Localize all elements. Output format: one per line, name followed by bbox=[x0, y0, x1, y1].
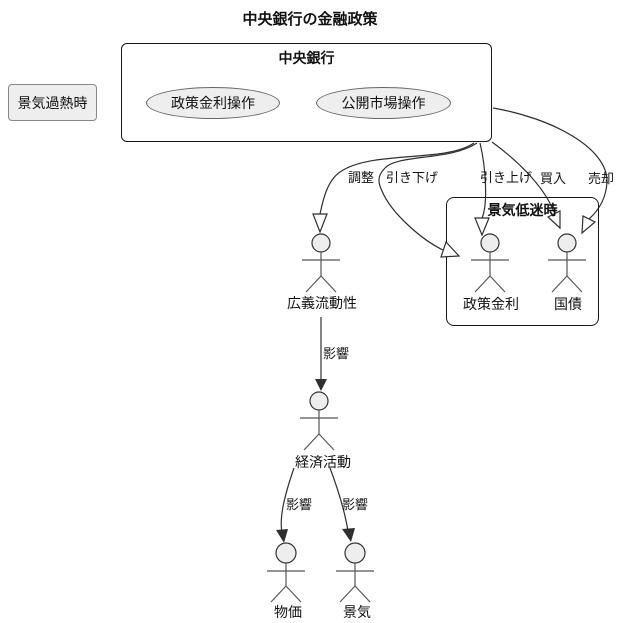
recession-group-title: 景気低迷時 bbox=[487, 203, 558, 219]
central-bank-title: 中央銀行 bbox=[278, 51, 335, 67]
actor-business-climate-icon bbox=[336, 542, 374, 603]
edge-buy-line bbox=[491, 141, 555, 213]
actor-policy-rate-icon bbox=[471, 233, 509, 293]
actor-business-climate-label: 景気 bbox=[343, 605, 371, 621]
open-arrowhead-sell-icon bbox=[581, 215, 597, 235]
edge-buy-label: 買入 bbox=[539, 172, 567, 187]
actor-policy-rate-label: 政策金利 bbox=[463, 297, 519, 313]
actor-economic-activity-icon bbox=[300, 391, 338, 451]
actor-broad-liquidity-icon bbox=[302, 233, 340, 293]
note-overheat-period: 景気過熱時 bbox=[8, 84, 97, 121]
diagram-title: 中央銀行の金融政策 bbox=[242, 10, 378, 28]
edge-influence-business-line bbox=[329, 467, 349, 532]
usecase-open-market-operation-label: 公開市場操作 bbox=[341, 96, 426, 112]
edge-sell-label: 売却 bbox=[587, 172, 615, 187]
filled-arrowhead-influence-liquidity-icon bbox=[315, 379, 327, 391]
note-overheat-label: 景気過熱時 bbox=[17, 95, 88, 112]
edge-influence-business-label: 影響 bbox=[341, 498, 369, 513]
edge-adjust-line bbox=[319, 142, 475, 215]
edge-adjust-label: 調整 bbox=[347, 171, 375, 186]
usecase-open-market-operation: 公開市場操作 bbox=[316, 87, 451, 119]
open-arrowhead-raise-icon bbox=[474, 217, 490, 237]
actor-prices-label: 物価 bbox=[274, 605, 302, 621]
edge-raise-label: 引き上げ bbox=[479, 171, 533, 186]
edge-influence-liquidity-label: 影響 bbox=[322, 347, 350, 362]
edge-influence-prices-label: 影響 bbox=[285, 498, 313, 513]
recession-group-frame bbox=[446, 197, 599, 326]
edge-raise-line bbox=[479, 142, 487, 219]
open-arrowhead-adjust-icon bbox=[312, 213, 328, 234]
edge-lower-line bbox=[378, 142, 478, 251]
edge-sell-line bbox=[492, 107, 608, 220]
open-arrowhead-lower-icon bbox=[440, 240, 461, 258]
actor-economic-activity-label: 経済活動 bbox=[295, 455, 351, 471]
edge-lower-label: 引き下げ bbox=[385, 171, 439, 186]
filled-arrowhead-influence-prices-icon bbox=[276, 529, 288, 543]
edge-influence-prices-line bbox=[280, 467, 295, 534]
filled-arrowhead-influence-business-icon bbox=[342, 528, 355, 542]
actor-gov-bonds-label: 国債 bbox=[554, 297, 582, 313]
open-arrowhead-buy-icon bbox=[546, 210, 561, 230]
actor-broad-liquidity-label: 広義流動性 bbox=[287, 296, 357, 312]
actor-gov-bonds-icon bbox=[548, 233, 586, 293]
central-bank-frame: 中央銀行 政策金利操作 公開市場操作 bbox=[121, 43, 492, 142]
usecase-policy-rate-operation-label: 政策金利操作 bbox=[171, 96, 255, 112]
usecase-policy-rate-operation: 政策金利操作 bbox=[146, 87, 280, 119]
actor-prices-icon bbox=[267, 542, 305, 603]
